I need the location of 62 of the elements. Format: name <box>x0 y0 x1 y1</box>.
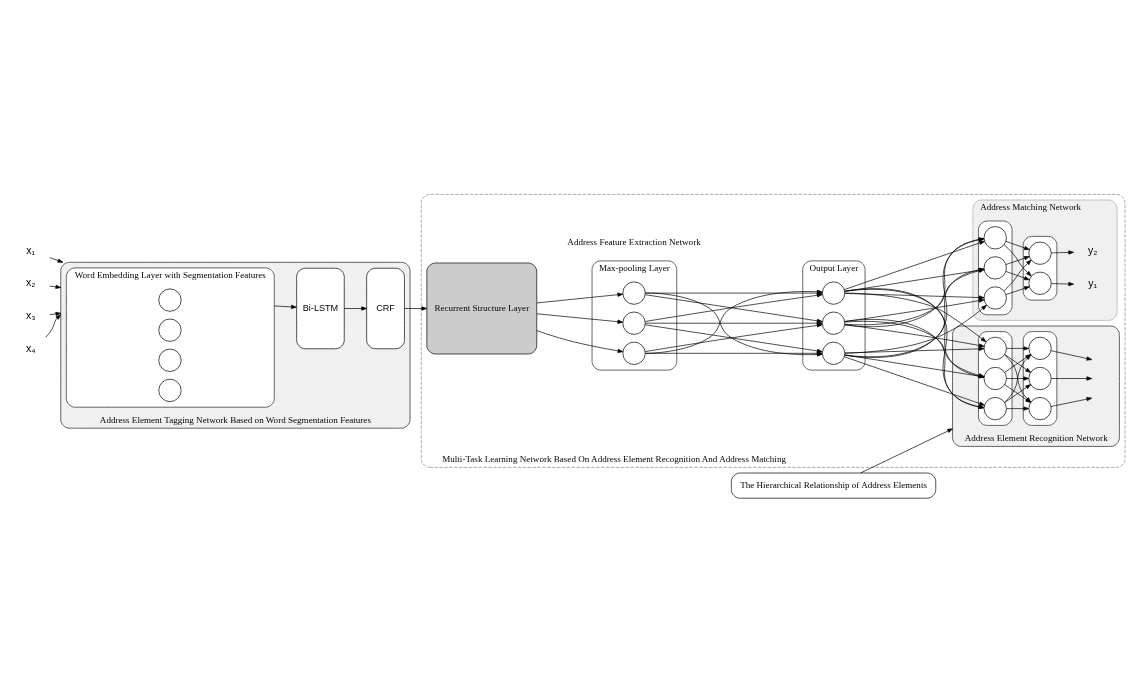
arrow <box>536 329 624 353</box>
node-text: x₃ <box>25 308 36 321</box>
node-text: y₂ <box>1087 243 1098 256</box>
node-circle <box>622 311 646 335</box>
node-box: The Hierarchical Relationship of Address Elements <box>731 472 937 499</box>
cluster: Output Layer <box>802 260 866 370</box>
arrow <box>844 304 987 354</box>
node-circle <box>983 255 1007 279</box>
arrow <box>343 305 367 311</box>
arrow <box>1051 281 1074 286</box>
node-circle <box>822 341 846 365</box>
arrow <box>844 323 985 348</box>
node-circle <box>622 281 646 305</box>
arrow <box>273 304 297 309</box>
arrow <box>536 312 624 324</box>
arrow <box>404 305 428 311</box>
arrow <box>1005 270 1030 280</box>
arrow <box>49 284 62 289</box>
node-circle <box>158 288 182 312</box>
node-circle <box>983 366 1007 390</box>
arrow <box>536 292 624 303</box>
arrow <box>1050 349 1093 361</box>
arrow <box>860 427 953 473</box>
arrow <box>1005 255 1030 265</box>
node-circle <box>158 318 182 342</box>
cluster: Address Element Recognition Network <box>952 325 1120 447</box>
arrow <box>1006 406 1029 411</box>
node-circle <box>1028 336 1052 360</box>
node-box: CRF <box>366 267 405 349</box>
arrow <box>1005 240 1030 250</box>
node-circle <box>983 225 1007 249</box>
node-circle <box>158 378 182 402</box>
arrow <box>1006 375 1029 381</box>
arrow <box>49 256 64 263</box>
label: Address Feature Extraction Network <box>567 236 701 247</box>
arrow <box>844 292 987 342</box>
node-circle <box>622 341 646 365</box>
arrow <box>1050 396 1093 407</box>
arrow <box>1003 243 1032 276</box>
arrow <box>1003 259 1032 291</box>
node-text: x₂ <box>25 275 36 288</box>
cluster: Word Embedding Layer with Segmentation Features <box>66 267 275 408</box>
node-text: x₁ <box>26 243 36 256</box>
arrow <box>1051 375 1093 381</box>
arrow <box>1006 345 1029 350</box>
node-circle <box>822 311 846 335</box>
node-circle <box>1028 396 1052 420</box>
arrow <box>45 313 62 337</box>
node-text: x₄ <box>25 341 36 354</box>
cluster: Max-pooling Layer <box>591 260 678 370</box>
node-box: Bi-LSTM <box>296 267 345 349</box>
arrow <box>1005 285 1030 295</box>
node-box: Recurrent Structure Layer <box>426 262 538 354</box>
arrow <box>1051 249 1074 254</box>
arrow <box>49 311 62 316</box>
node-circle <box>983 336 1007 360</box>
node-circle <box>1028 366 1052 390</box>
node-circle <box>158 348 182 372</box>
node-circle <box>983 396 1007 420</box>
node-circle <box>822 281 846 305</box>
node-text: y₁ <box>1088 276 1097 289</box>
arrow <box>844 346 985 353</box>
